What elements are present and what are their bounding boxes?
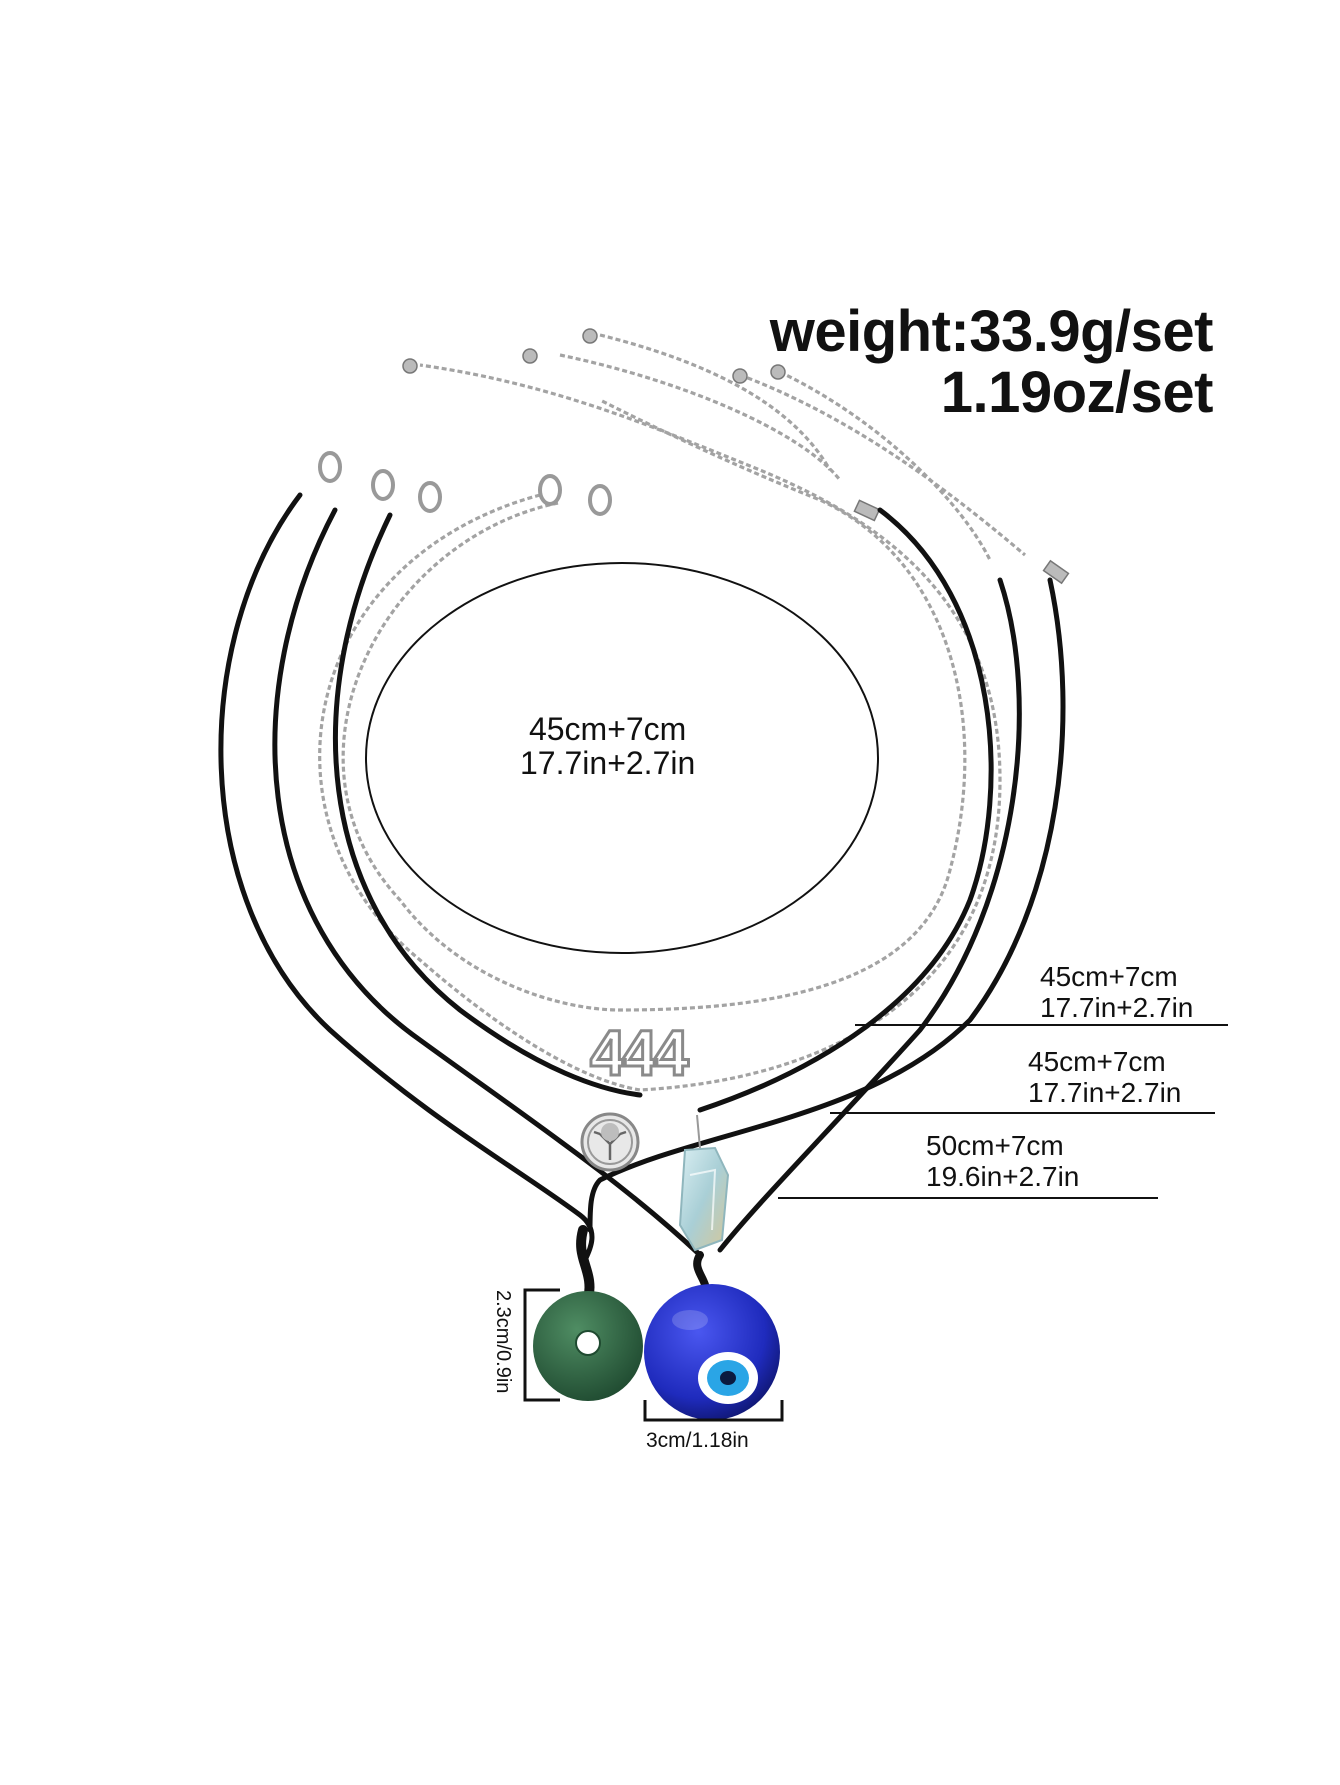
length-label-2-cm: 45cm+7cm (1028, 1046, 1166, 1077)
pendant-width-label: 3cm/1.18in (646, 1429, 749, 1452)
jade-donut-pendant (533, 1225, 643, 1401)
444-pendant: 444 (589, 1016, 695, 1091)
cord-jade-right (587, 577, 1066, 1233)
weight-ounces: 1.19oz/set (940, 359, 1214, 425)
cord-evil-eye-left (272, 507, 703, 1258)
chain-extender-4 (779, 370, 992, 561)
444-pendant-text: 444 (590, 1017, 689, 1089)
length-label-3-inch: 19.6in+2.7in (926, 1160, 1080, 1192)
black-cords (218, 492, 1066, 1263)
chain-extender-1 (559, 353, 842, 482)
cord-jade (218, 492, 595, 1263)
length-label-1-cm: 45cm+7cm (1040, 961, 1178, 992)
center-length-cm: 45cm+7cm (528, 711, 687, 747)
dimension-brackets (523, 1288, 784, 1422)
length-label-1-inch: 17.7in+2.7in (1040, 991, 1194, 1023)
length-label-2-inch: 17.7in+2.7in (1028, 1076, 1182, 1108)
length-label-3-cm: 50cm+7cm (926, 1130, 1064, 1161)
crystal-pendant (678, 1114, 730, 1252)
width-bracket (643, 1400, 784, 1422)
weight-label: weight:33.9g/set 1.19oz/set (769, 299, 1214, 425)
size-reference-oval (365, 562, 879, 954)
length-leader-lines (778, 1024, 1228, 1199)
chain-extender-3 (739, 373, 1027, 557)
length-label-3: 50cm+7cm 19.6in+2.7in (926, 1130, 1080, 1193)
pendant-height-label: 2.3cm/0.9in (492, 1290, 514, 1394)
center-length-inch: 17.7in+2.7in (520, 744, 696, 781)
clasps (318, 328, 1070, 585)
height-bracket (523, 1288, 560, 1402)
weight-grams: weight:33.9g/set (769, 299, 1214, 364)
evil-eye-icon (644, 1251, 780, 1420)
length-label-1: 45cm+7cm 17.7in+2.7in (1040, 961, 1194, 1024)
cord-evil-eye-right (717, 577, 1022, 1253)
cord-crystal (697, 507, 994, 1113)
center-length-label: 45cm+7cm 17.7in+2.7in (520, 711, 696, 781)
cord-tree (332, 512, 643, 1098)
chain-extender-2 (599, 333, 832, 471)
chain-444-necklace (341, 398, 967, 1012)
tree-of-life-icon (580, 1112, 640, 1172)
length-label-2: 45cm+7cm 17.7in+2.7in (1028, 1046, 1182, 1109)
